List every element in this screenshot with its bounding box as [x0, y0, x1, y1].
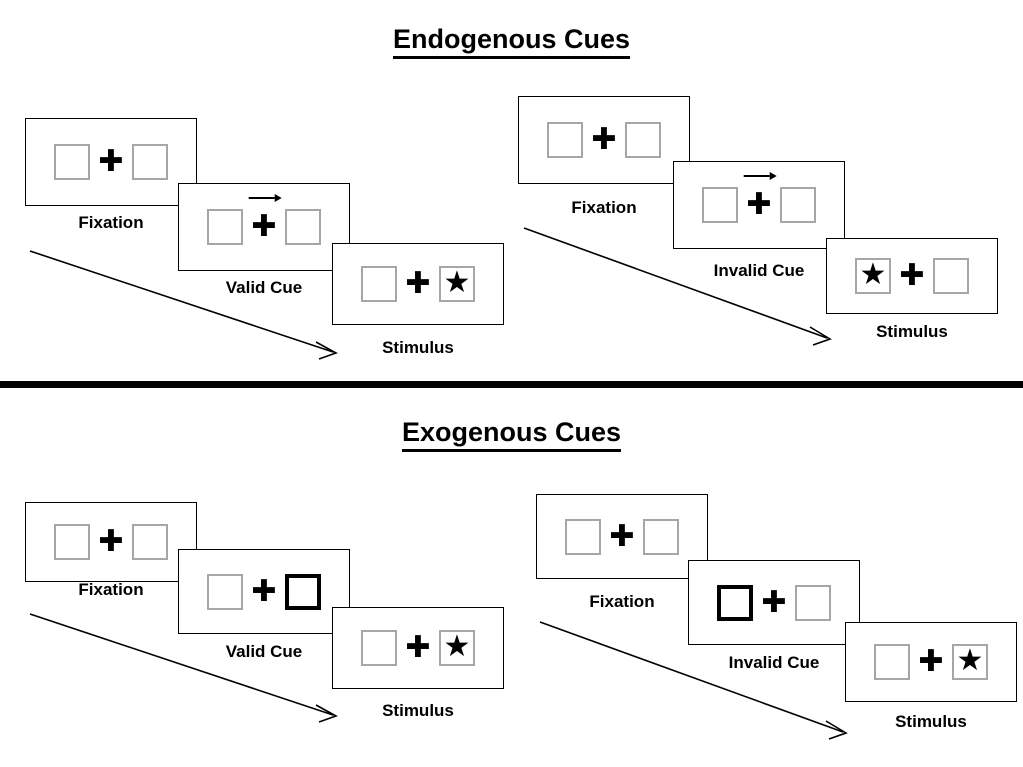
star-target-icon: ★	[956, 644, 984, 677]
section-divider	[0, 381, 1023, 388]
fixation-cross: ✚	[90, 147, 132, 177]
fixation-cross-glyph: ✚	[98, 524, 124, 559]
stimulus-box-left	[874, 644, 910, 680]
stage-label-fixation: Fixation	[589, 592, 655, 611]
fixation-cross: ✚	[910, 647, 952, 677]
stimulus-box-right-cued	[285, 573, 321, 610]
fixation-cross-glyph: ✚	[761, 584, 787, 620]
stage-label-invalid-cue: Invalid Cue	[713, 261, 805, 280]
fixation-cross-glyph: ✚	[405, 266, 431, 301]
stimulus-box-left	[207, 209, 243, 245]
stimulus-box-left-cued	[717, 584, 753, 621]
fixation-cross-glyph: ✚	[609, 518, 635, 554]
fixation-cross-glyph: ✚	[98, 144, 124, 179]
fixation-cross: ✚	[753, 584, 795, 620]
stage-label-stimulus: Stimulus	[876, 322, 948, 341]
fixation-cross: ✚	[397, 269, 439, 299]
panel-content: ✚	[702, 172, 816, 223]
panel-content: ✚	[565, 518, 679, 555]
stimulus-box-right: ★	[952, 644, 988, 680]
section-title-endogenous-text: Endogenous Cues	[392, 24, 630, 59]
star-target-icon: ★	[443, 266, 471, 299]
stimulus-box-left	[54, 144, 90, 180]
panel-fixation: ✚	[518, 96, 690, 184]
fixation-cross: ✚	[243, 573, 285, 609]
section-title-exogenous: Exogenous Cues	[0, 417, 1023, 452]
panel-valid-cue: ✚	[178, 549, 350, 634]
fixation-cross: ✚	[90, 527, 132, 557]
fixation-cross-glyph: ✚	[591, 122, 617, 157]
panel-valid-cue: ✚	[178, 183, 350, 271]
panel-invalid-cue: ✚	[673, 161, 845, 249]
fixation-cross-glyph: ✚	[251, 209, 277, 244]
stage-label-valid-cue: Valid Cue	[225, 642, 303, 661]
cue-arrow-right-icon	[248, 194, 282, 202]
panel-content: ✚	[207, 573, 321, 610]
stimulus-box-left: ★	[855, 258, 891, 294]
fixation-cross-glyph: ✚	[746, 187, 772, 222]
fixation-cross: ✚	[891, 261, 933, 291]
panel-invalid-cue: ✚	[688, 560, 860, 645]
fixation-cross: ✚	[601, 518, 643, 554]
panel-content: ✚ ★	[361, 266, 475, 302]
panel-stimulus: ✚ ★	[845, 622, 1017, 702]
panel-content: ✚ ★	[361, 630, 475, 666]
stimulus-box-left	[54, 524, 90, 560]
fixation-cross: ✚	[397, 633, 439, 663]
stimulus-box-left	[702, 187, 738, 223]
panel-content: ✚	[54, 144, 168, 180]
panel-content: ✚	[547, 122, 661, 158]
panel-content: ✚	[207, 194, 321, 245]
panel-stimulus: ✚ ★	[332, 243, 504, 325]
panel-fixation: ✚	[25, 502, 197, 582]
stage-label-fixation: Fixation	[78, 213, 144, 232]
star-target-icon: ★	[859, 258, 887, 291]
stage-label-invalid-cue: Invalid Cue	[728, 653, 820, 672]
section-title-exogenous-text: Exogenous Cues	[401, 417, 622, 452]
panel-fixation: ✚	[536, 494, 708, 579]
stage-label-valid-cue: Valid Cue	[225, 278, 303, 297]
fixation-cross-glyph: ✚	[899, 258, 925, 293]
stage-label-fixation: Fixation	[571, 198, 637, 217]
stimulus-box-left	[565, 518, 601, 555]
stimulus-box-left	[361, 630, 397, 666]
stimulus-box-right	[625, 122, 661, 158]
fixation-cross-glyph: ✚	[405, 630, 431, 665]
stimulus-box-right	[643, 518, 679, 555]
stimulus-box-left	[361, 266, 397, 302]
stage-label-stimulus: Stimulus	[382, 338, 454, 357]
panel-content: ✚	[717, 584, 831, 621]
cue-arrow-right-icon	[743, 172, 777, 180]
fixation-cross-glyph: ✚	[918, 644, 944, 679]
stimulus-box-right: ★	[439, 266, 475, 302]
fixation-cross: ✚	[243, 194, 285, 244]
stimulus-box-right	[132, 144, 168, 180]
panel-content: ✚ ★	[874, 644, 988, 680]
stimulus-box-right	[933, 258, 969, 294]
panel-stimulus: ✚ ★	[332, 607, 504, 689]
section-title-endogenous: Endogenous Cues	[0, 24, 1023, 59]
stage-label-stimulus: Stimulus	[895, 712, 967, 731]
panel-stimulus: ★ ✚	[826, 238, 998, 314]
panel-content: ★ ✚	[855, 258, 969, 294]
panel-content: ✚	[54, 524, 168, 560]
stimulus-box-left	[207, 573, 243, 610]
panel-fixation: ✚	[25, 118, 197, 206]
fixation-cross: ✚	[583, 125, 625, 155]
stimulus-box-right: ★	[439, 630, 475, 666]
stage-label-fixation: Fixation	[78, 580, 144, 599]
stimulus-box-right	[795, 584, 831, 621]
fixation-cross-glyph: ✚	[251, 573, 277, 609]
stimulus-box-right	[285, 209, 321, 245]
stimulus-box-right	[132, 524, 168, 560]
fixation-cross: ✚	[738, 172, 780, 222]
stage-label-stimulus: Stimulus	[382, 701, 454, 720]
stimulus-box-right	[780, 187, 816, 223]
stimulus-box-left	[547, 122, 583, 158]
star-target-icon: ★	[443, 630, 471, 663]
